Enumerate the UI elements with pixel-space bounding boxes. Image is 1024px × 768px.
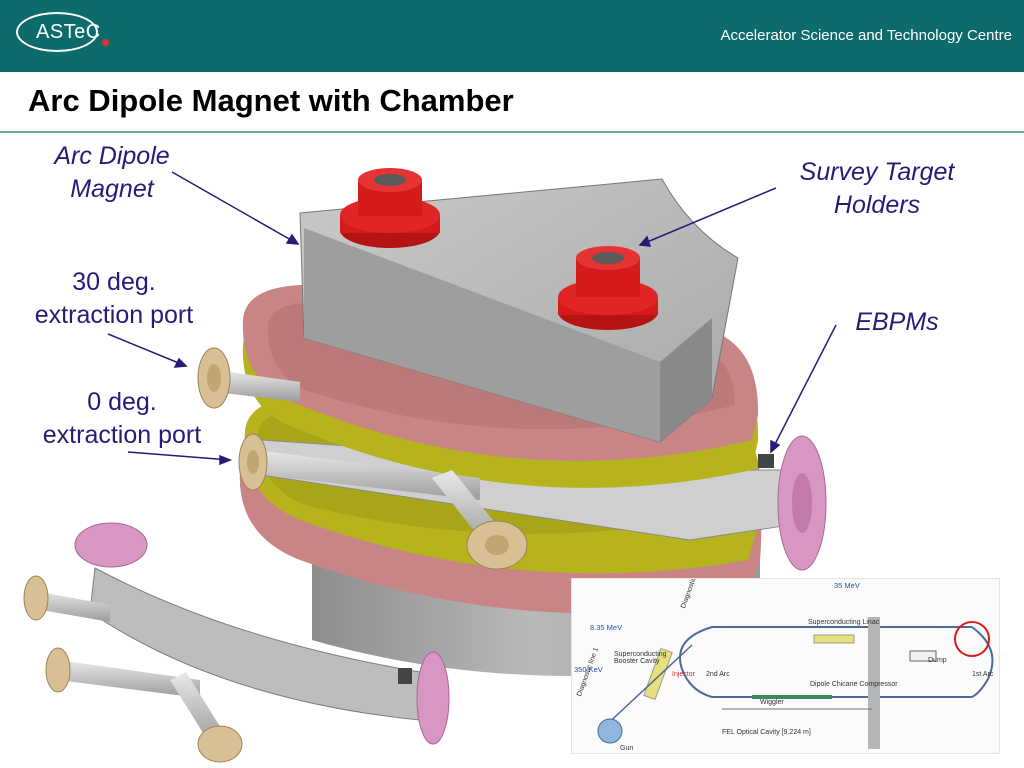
survey-target-holder-2 [558,246,658,330]
logo-ring [16,12,98,52]
label-30deg-line1: 30 deg. [72,268,156,296]
ebpm-flange [758,435,827,571]
label-survey-line1: Survey Target [799,158,955,186]
accelerator-layout-inset: 35 MeV 8.35 MeV 350 KeV Superconducting … [571,578,1000,754]
inset-350kev: 350 KeV [574,665,603,674]
detached-chamber [23,522,450,763]
label-30deg-line2: extraction port [34,301,194,329]
layout-schematic [597,617,994,749]
inset-sc-booster: Superconducting Booster Cavity [614,651,667,665]
logo-dot [102,39,109,46]
inset-2nd-arc: 2nd Arc [706,671,730,678]
label-0deg-line2: extraction port [42,421,202,449]
highlight-ring [954,621,990,657]
inset-gun: Gun [620,745,634,752]
inset-1st-arc: 1st Arc [972,671,994,678]
inset-wiggler: Wiggler [760,699,784,706]
label-survey-target-holders: Survey Target Holders [782,156,972,222]
inset-dump: Dump [928,657,947,664]
label-arc-dipole-line1: Arc Dipole [54,142,170,170]
survey-target-holder-1 [340,168,440,248]
astec-logo: ASTeC [16,12,116,58]
label-arc-dipole-magnet: Arc Dipole Magnet [36,140,188,206]
magnet-illustration [23,168,837,763]
annotation-arrows [107,171,837,466]
inset-chicane: Dipole Chicane Compressor [810,681,898,688]
inset-835mev: 8.35 MeV [590,623,623,632]
inset-sc-linac: Superconducting Linac [808,619,880,626]
inset-fel-cavity: FEL Optical Cavity [9.224 m] [722,729,811,736]
organization-name: Accelerator Science and Technology Centr… [720,27,1012,44]
inset-35mev: 35 MeV [834,581,860,590]
extraction-port-30deg [197,347,300,409]
label-0deg-port: 0 deg. extraction port [24,386,220,452]
header-bar: ASTeC Accelerator Science and Technology… [0,0,1024,72]
label-0deg-line1: 0 deg. [87,388,157,416]
slide-title: Arc Dipole Magnet with Chamber [28,83,514,118]
extraction-port-0deg [238,433,480,500]
logo-text: ASTeC [36,21,101,43]
label-arc-dipole-line2: Magnet [70,175,154,203]
title-divider [0,131,1024,133]
label-ebpms: EBPMs [855,308,939,336]
label-30deg-port: 30 deg. extraction port [16,266,212,332]
angled-port [432,470,528,570]
inset-injector: Injector [672,671,695,678]
label-survey-line2: Holders [833,191,921,219]
